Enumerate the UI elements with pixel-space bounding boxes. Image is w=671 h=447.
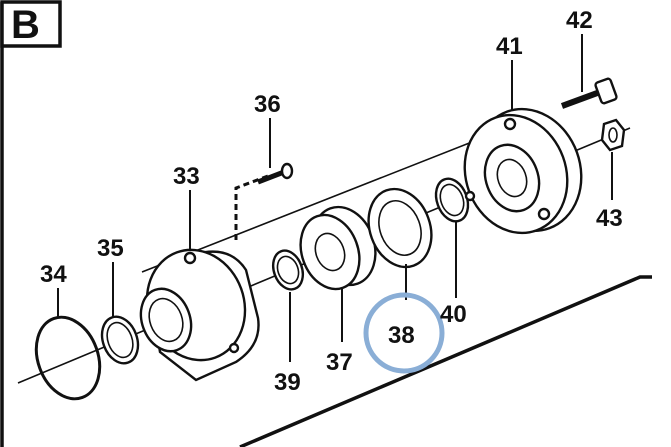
highlight-circle bbox=[363, 292, 445, 374]
callout-33: 33 bbox=[173, 163, 200, 190]
callout-38: 38 bbox=[388, 322, 415, 349]
callout-36: 36 bbox=[254, 91, 281, 118]
part-42-bolt bbox=[560, 77, 618, 109]
assembly-axis-upper bbox=[141, 124, 516, 273]
callout-39: 39 bbox=[274, 369, 301, 396]
callout-37: 37 bbox=[326, 349, 353, 376]
part-41-rear-flange bbox=[463, 107, 583, 235]
part-39-ring-inner bbox=[276, 255, 300, 285]
section-box bbox=[0, 0, 62, 48]
callout-35: 35 bbox=[97, 235, 124, 262]
part-34-oring bbox=[34, 315, 102, 401]
part-38-seal-ring bbox=[367, 187, 433, 269]
callout-34: 34 bbox=[40, 261, 67, 288]
part-39-ring-outer bbox=[271, 249, 305, 291]
callout-40: 40 bbox=[440, 301, 467, 328]
callout-41: 41 bbox=[496, 33, 523, 60]
part-35-ring-outer bbox=[100, 315, 140, 365]
part-36-bolt bbox=[234, 162, 294, 240]
section-label: B bbox=[11, 3, 40, 47]
callout-42: 42 bbox=[566, 7, 593, 34]
part-43-nut bbox=[600, 118, 626, 152]
part-33-flange-housing bbox=[139, 248, 260, 382]
part-40-ring-inner bbox=[439, 183, 465, 217]
callout-43: 43 bbox=[596, 205, 623, 232]
panel-border-bottom bbox=[239, 275, 652, 447]
part-35-ring-inner bbox=[106, 321, 134, 359]
